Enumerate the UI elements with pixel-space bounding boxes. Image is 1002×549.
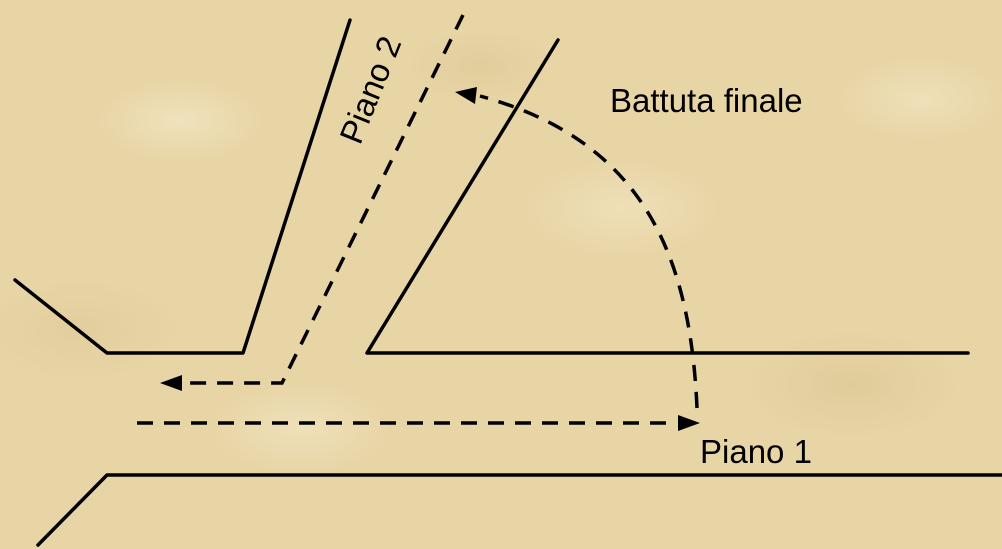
- piano-2-arrowhead: [160, 375, 182, 391]
- battuta-finale-arc: [479, 94, 699, 409]
- piano-1-arrowhead: [678, 415, 700, 431]
- lower-wall: [36, 473, 1002, 547]
- upper-right-wall: [365, 38, 970, 355]
- piano-1-label: Piano 1: [700, 433, 812, 470]
- piano-2-flow-line: [185, 14, 465, 385]
- battuta-finale-label: Battuta finale: [610, 82, 803, 119]
- battuta-finale-arrowhead: [455, 87, 477, 104]
- upper-left-wall: [13, 18, 352, 355]
- piano-2-label: Piano 2: [332, 31, 408, 149]
